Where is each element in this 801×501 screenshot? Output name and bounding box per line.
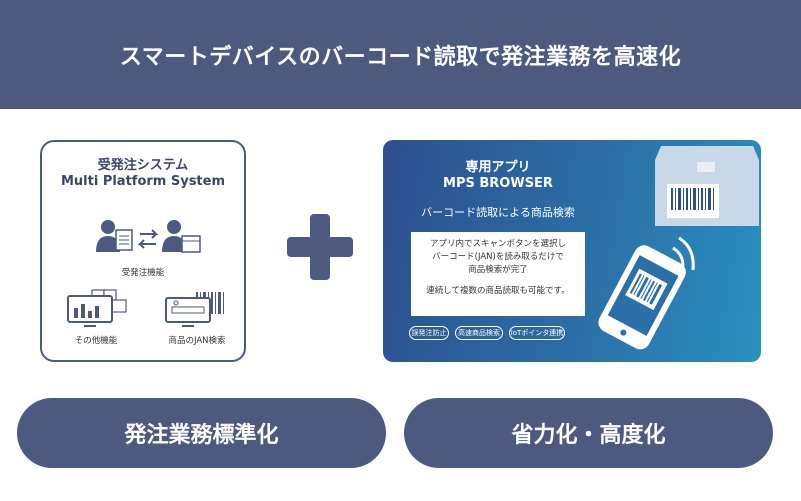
system-title-en: Multi Platform System	[60, 174, 226, 189]
header-banner: スマートデバイスのバーコード読取で発注業務を高速化	[0, 0, 801, 109]
efficiency-pill: 省力化・高度化	[404, 398, 773, 468]
description-line: バーコード(JAN)を読み取るだけで	[432, 252, 564, 262]
app-title-jp: 専用アプリ	[465, 160, 531, 175]
system-title-jp: 受発注システム	[97, 158, 189, 173]
description-line: アプリ内でスキャンボタンを選択し	[429, 239, 566, 249]
description-line: 商品検索が完了	[468, 265, 528, 275]
other-function-caption: その他機能	[74, 336, 118, 346]
description-line: 連続して複数の商品読取も可能です。	[426, 286, 570, 296]
tag-fast-search: 高速商品検索	[455, 326, 503, 340]
app-card: 専用アプリ MPS BROWSER バーコード読取による商品検索 アプリ内でスキ…	[383, 140, 761, 362]
jan-search-caption: 商品のJAN検索	[168, 336, 226, 346]
order-function-caption: 受発注機能	[121, 268, 165, 278]
standardization-label: 発注業務標準化	[124, 423, 279, 448]
system-card: 受発注システム Multi Platform System 受発注機能 その他機…	[40, 140, 246, 362]
tag-error-prevention: 誤発注防止	[409, 326, 449, 340]
efficiency-label: 省力化・高度化	[511, 423, 666, 448]
order-exchange-icon	[96, 220, 201, 253]
header-title: スマートデバイスのバーコード読取で発注業務を高速化	[119, 44, 682, 70]
tag-iot-pointer: IoTポインタ連携	[509, 326, 565, 340]
smartphone-scan-icon	[598, 236, 695, 350]
plus-icon	[287, 214, 353, 280]
package-barcode-icon	[655, 146, 759, 226]
app-subtitle: バーコード読取による商品検索	[421, 206, 575, 219]
barcode-search-icon	[165, 292, 224, 327]
app-description-box: アプリ内でスキャンボタンを選択し バーコード(JAN)を読み取るだけで 商品検索…	[411, 232, 585, 316]
monitor-chart-icon	[67, 289, 127, 327]
app-title-en: MPS BROWSER	[443, 176, 553, 191]
standardization-pill: 発注業務標準化	[17, 398, 386, 468]
